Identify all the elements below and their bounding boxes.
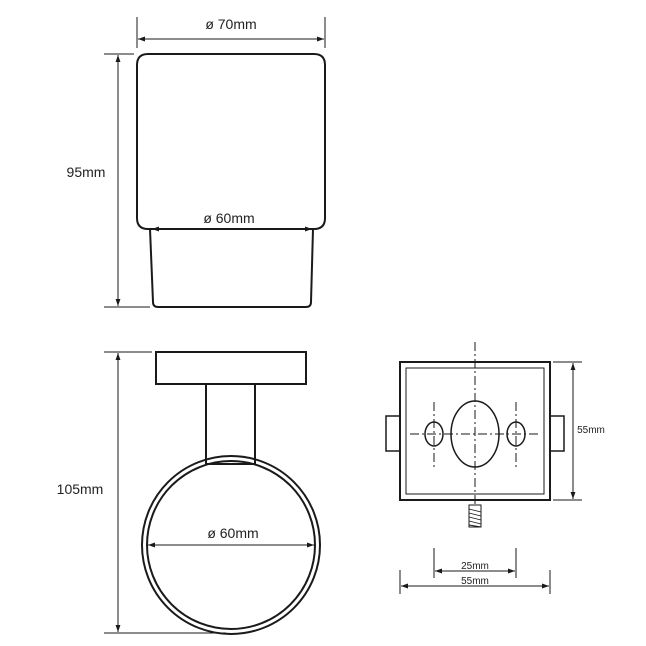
holder-ring-outer <box>141 455 321 635</box>
cup-upper-body <box>136 53 326 230</box>
holder-ring-diameter-label: ø 60mm <box>207 525 258 541</box>
plate-width-label: 55mm <box>461 576 489 587</box>
holder-stem <box>205 383 256 465</box>
cup-height-label: 95mm <box>67 164 106 180</box>
plate-height-label: 55mm <box>577 425 605 436</box>
cup-inner-diameter-label: ø 60mm <box>203 210 254 226</box>
cup-lower-body <box>149 228 314 308</box>
holder-height-label: 105mm <box>57 481 104 497</box>
cup-top-diameter-label: ø 70mm <box>205 16 256 32</box>
hole-spacing-label: 25mm <box>461 561 489 572</box>
plate-right-tab <box>549 415 565 452</box>
holder-ring-inner <box>146 460 316 630</box>
plate-left-tab <box>385 415 401 452</box>
holder-wall-flange <box>155 351 307 385</box>
cup-view: ø 70mm ø 60mm 95mm <box>67 16 326 308</box>
plate-view: 55mm 25mm 55mm <box>385 342 605 594</box>
plate-set-screw <box>468 504 482 528</box>
holder-view: ø 60mm 105mm <box>57 351 321 635</box>
